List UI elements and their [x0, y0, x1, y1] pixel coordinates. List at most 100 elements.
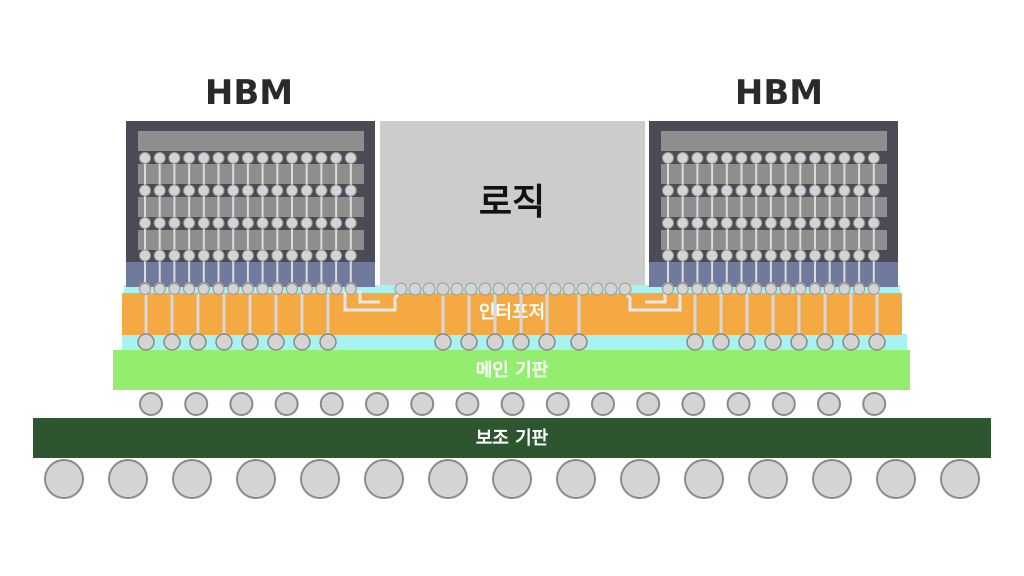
main-substrate	[113, 350, 910, 390]
sub-substrate	[33, 418, 991, 458]
solder-ball	[44, 459, 84, 499]
micro-bump	[853, 283, 866, 295]
micro-bump	[764, 249, 777, 262]
micro-bump	[227, 249, 240, 262]
solder-ball	[812, 459, 852, 499]
micro-bump	[183, 152, 196, 164]
solder-ball	[726, 392, 751, 416]
sub-substrate-solder-balls	[44, 459, 980, 499]
micro-bump	[344, 184, 357, 197]
micro-bump	[139, 152, 151, 164]
micro-bump	[315, 184, 328, 197]
micro-bump	[197, 184, 210, 197]
c4-bump	[486, 333, 504, 351]
micro-bump	[227, 152, 240, 164]
micro-bump	[241, 249, 254, 262]
micro-bump	[241, 152, 254, 164]
micro-bump	[212, 283, 225, 295]
micro-bump	[809, 283, 821, 295]
micro-bump	[691, 152, 704, 164]
solder-ball	[620, 459, 660, 499]
micro-bump	[867, 249, 880, 262]
micro-bump	[227, 184, 240, 197]
hbm-right-stack	[649, 121, 898, 295]
micro-bump	[720, 184, 733, 197]
micro-bump	[764, 217, 777, 229]
c4-bump	[215, 333, 233, 351]
micro-bump	[197, 249, 210, 262]
micro-bump	[344, 152, 357, 164]
micro-bump	[300, 184, 313, 197]
micro-bump	[271, 249, 284, 262]
micro-bump	[271, 152, 284, 164]
micro-bump	[823, 184, 836, 197]
micro-bump	[183, 283, 196, 295]
solder-ball	[545, 392, 570, 416]
dram-die	[138, 164, 364, 184]
micro-bump	[779, 249, 792, 262]
solder-ball	[817, 392, 841, 416]
micro-bump	[256, 217, 269, 229]
micro-bump	[867, 283, 880, 295]
micro-bump	[823, 283, 836, 295]
micro-bump	[691, 283, 704, 295]
micro-bump	[286, 249, 298, 262]
micro-bump	[720, 249, 733, 262]
solder-ball	[940, 459, 980, 499]
solder-ball	[319, 392, 344, 416]
micro-bump	[168, 184, 181, 197]
micro-bump	[706, 184, 719, 197]
micro-bump	[867, 184, 880, 197]
micro-bump	[330, 217, 343, 229]
micro-bump	[750, 152, 763, 164]
hbm-left-stack	[126, 121, 375, 295]
micro-bump	[735, 217, 748, 229]
main-substrate-label: 메인 기판	[476, 360, 549, 381]
micro-bump	[183, 249, 196, 262]
solder-ball	[500, 392, 525, 416]
c4-bump	[319, 333, 337, 351]
c4-bump	[189, 333, 207, 351]
micro-bump	[271, 184, 284, 197]
c4-bump	[163, 333, 181, 351]
micro-bump	[330, 283, 343, 295]
micro-bump	[139, 249, 151, 262]
micro-bump	[867, 152, 880, 164]
logic-micro-bumps	[394, 282, 632, 296]
dram-die	[661, 131, 887, 151]
solder-ball	[862, 392, 887, 416]
micro-bump	[750, 184, 763, 197]
micro-bump	[256, 283, 269, 295]
micro-bump	[853, 249, 866, 262]
micro-bump	[853, 184, 866, 197]
micro-bump	[271, 283, 284, 295]
micro-bump	[168, 283, 181, 295]
solder-ball	[876, 459, 916, 499]
solder-ball	[139, 392, 163, 416]
micro-bump	[286, 217, 298, 229]
micro-bump	[576, 282, 590, 296]
micro-bump	[676, 283, 689, 295]
micro-bump	[139, 283, 151, 295]
micro-bump	[823, 217, 836, 229]
micro-bump	[662, 184, 674, 197]
solder-ball	[410, 392, 435, 416]
dram-die	[138, 197, 364, 217]
micro-bump	[662, 152, 674, 164]
micro-bump	[809, 184, 821, 197]
micro-bump	[286, 283, 298, 295]
solder-ball	[172, 459, 212, 499]
micro-bump	[676, 184, 689, 197]
micro-bump	[706, 283, 719, 295]
solder-ball	[492, 459, 532, 499]
micro-bump	[153, 283, 166, 295]
rdl-wire	[358, 290, 380, 304]
micro-bump	[241, 184, 254, 197]
micro-bump	[330, 184, 343, 197]
micro-bump	[197, 283, 210, 295]
micro-bump	[153, 184, 166, 197]
sub-substrate-label: 보조 기판	[476, 428, 549, 449]
micro-bump	[344, 217, 357, 229]
solder-ball	[428, 459, 468, 499]
micro-bump	[315, 217, 328, 229]
